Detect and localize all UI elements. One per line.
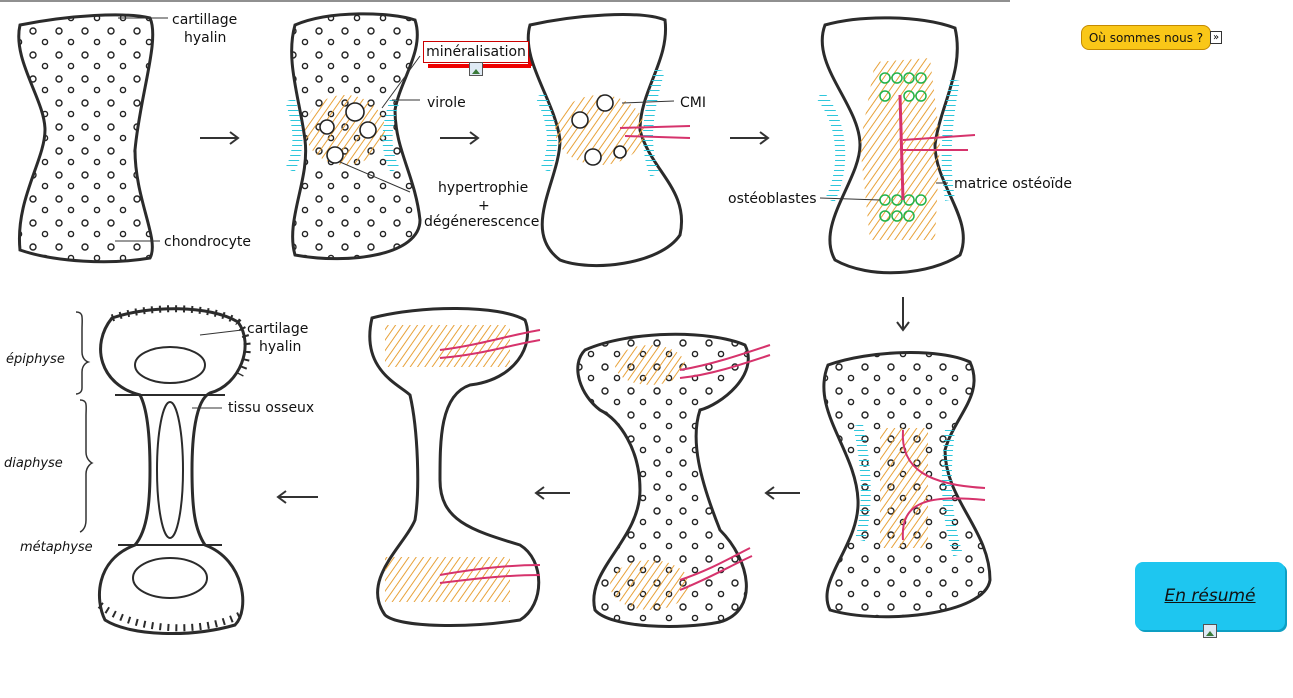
label-tissu-osseux: tissu osseux xyxy=(228,400,314,416)
label-diaphyse: diaphyse xyxy=(4,456,63,471)
stage-2-mineralisation xyxy=(285,12,422,261)
stage-4-osteoblastes xyxy=(816,16,976,275)
where-are-we-button[interactable]: Où sommes nous ? xyxy=(1081,25,1211,50)
stage-1-cartilage-model xyxy=(17,13,155,264)
label-mineralisation: minéralisation xyxy=(423,41,529,63)
stage-6-secondary-centers xyxy=(576,332,771,628)
arrow-left-2 xyxy=(534,486,570,500)
label-metaphyse: métaphyse xyxy=(20,540,93,555)
brace-epiphyse xyxy=(75,311,91,395)
label-cartillage: cartillage xyxy=(172,12,237,28)
arrow-right-2 xyxy=(440,131,480,145)
arrow-left-1 xyxy=(764,486,800,500)
label-degenerescence: dégénerescence xyxy=(424,214,539,230)
label-plus: + xyxy=(478,198,490,214)
label-cartilage-2: cartilage xyxy=(247,321,308,337)
summary-button[interactable]: En résumé xyxy=(1135,562,1285,630)
arrow-right-3 xyxy=(730,131,770,145)
brace-diaphyse xyxy=(79,399,94,533)
label-hyalin: hyalin xyxy=(184,30,226,46)
stage-7-epiphyseal-ossification xyxy=(368,307,541,627)
label-cmi: CMI xyxy=(680,95,706,111)
label-virole: virole xyxy=(427,95,466,111)
arrow-down xyxy=(896,297,910,332)
label-chondrocyte: chondrocyte xyxy=(164,234,251,250)
broken-image-icon xyxy=(1203,624,1217,638)
label-hypertrophie: hypertrophie xyxy=(438,180,528,196)
summary-button-label: En résumé xyxy=(1164,586,1256,606)
label-hyalin-2: hyalin xyxy=(259,339,301,355)
stage-3-cmi xyxy=(526,13,691,268)
arrow-right-1 xyxy=(200,131,240,145)
arrow-left-3 xyxy=(276,490,318,504)
label-epiphyse: épiphyse xyxy=(6,352,65,367)
label-matrice: matrice ostéoïde xyxy=(954,176,1072,192)
stage-5-periosteal-collar xyxy=(822,351,992,619)
stage-8-mature-bone xyxy=(97,305,251,636)
double-chevron-right-icon[interactable]: » xyxy=(1210,31,1222,44)
broken-image-icon xyxy=(469,62,483,76)
label-osteoblastes: ostéoblastes xyxy=(728,191,817,207)
